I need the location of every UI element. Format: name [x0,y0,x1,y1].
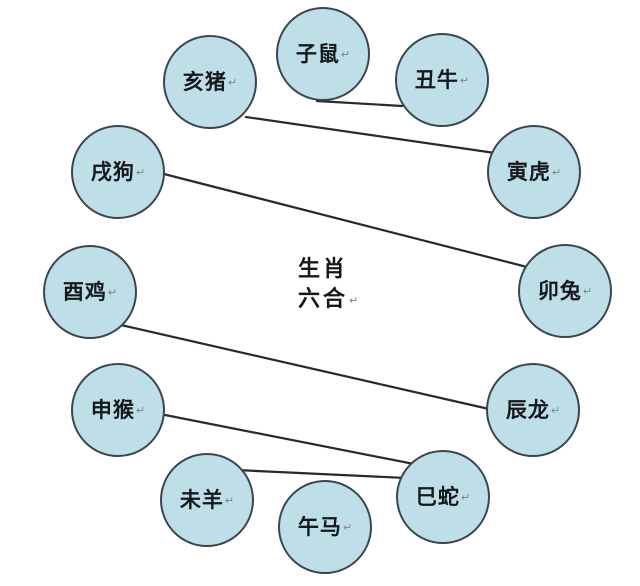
zodiac-node-hai-zhu[interactable]: 亥猪↵ [163,35,257,129]
zodiac-node-label: 子鼠 [295,41,340,66]
zodiac-node-label: 酉鸡 [62,279,107,304]
zodiac-node-label: 未羊 [179,487,224,512]
edge-zi-chou [315,99,404,108]
edge-hai-yin [244,115,497,155]
zodiac-node-shen-hou[interactable]: 申猴↵ [71,363,165,457]
zodiac-node-label: 丑牛 [414,67,459,92]
edge-you-chen [119,323,491,411]
caption-line-2-text: 六合 [298,286,349,312]
edge-shen-si [158,412,416,466]
center-caption: 生肖 六合↵ [298,255,361,314]
zodiac-node-zi-shu[interactable]: 子鼠↵ [276,7,370,101]
zodiac-node-label: 寅虎 [506,159,551,184]
return-mark-icon: ↵ [459,73,470,87]
zodiac-node-you-ji[interactable]: 酉鸡↵ [43,245,137,339]
zodiac-node-label: 申猴 [90,397,135,422]
edge-wei-si-lower [234,468,408,480]
return-mark-icon: ↵ [349,293,362,307]
return-mark-icon: ↵ [551,165,562,179]
return-mark-icon: ↵ [340,47,351,61]
zodiac-node-label: 辰龙 [505,397,550,422]
return-mark-icon: ↵ [582,284,593,298]
caption-line-1: 生肖 [298,257,349,282]
zodiac-node-label: 亥猪 [182,69,227,94]
return-mark-icon: ↵ [224,493,235,507]
return-mark-icon: ↵ [460,490,471,504]
return-mark-icon: ↵ [107,285,118,299]
zodiac-node-si-she[interactable]: 巳蛇↵ [396,450,490,544]
zodiac-node-wu-ma[interactable]: 午马↵ [278,480,372,574]
zodiac-node-label: 午马 [297,514,342,539]
zodiac-node-xu-gou[interactable]: 戌狗↵ [71,125,165,219]
zodiac-node-chou-niu[interactable]: 丑牛↵ [395,33,489,127]
zodiac-node-chen-long[interactable]: 辰龙↵ [486,363,580,457]
zodiac-node-label: 巳蛇 [415,484,460,509]
return-mark-icon: ↵ [227,75,238,89]
zodiac-node-label: 卯兔 [537,278,582,303]
edge-xu-mao [162,172,529,269]
return-mark-icon: ↵ [550,403,561,417]
zodiac-node-mao-tu[interactable]: 卯兔↵ [518,244,612,338]
zodiac-node-label: 戌狗 [90,159,135,184]
return-mark-icon: ↵ [342,520,353,534]
zodiac-node-yin-hu[interactable]: 寅虎↵ [487,125,581,219]
return-mark-icon: ↵ [135,403,146,417]
zodiac-node-wei-yang[interactable]: 未羊↵ [160,453,254,547]
caption-line-2: 六合↵ [298,285,361,315]
return-mark-icon: ↵ [135,165,146,179]
